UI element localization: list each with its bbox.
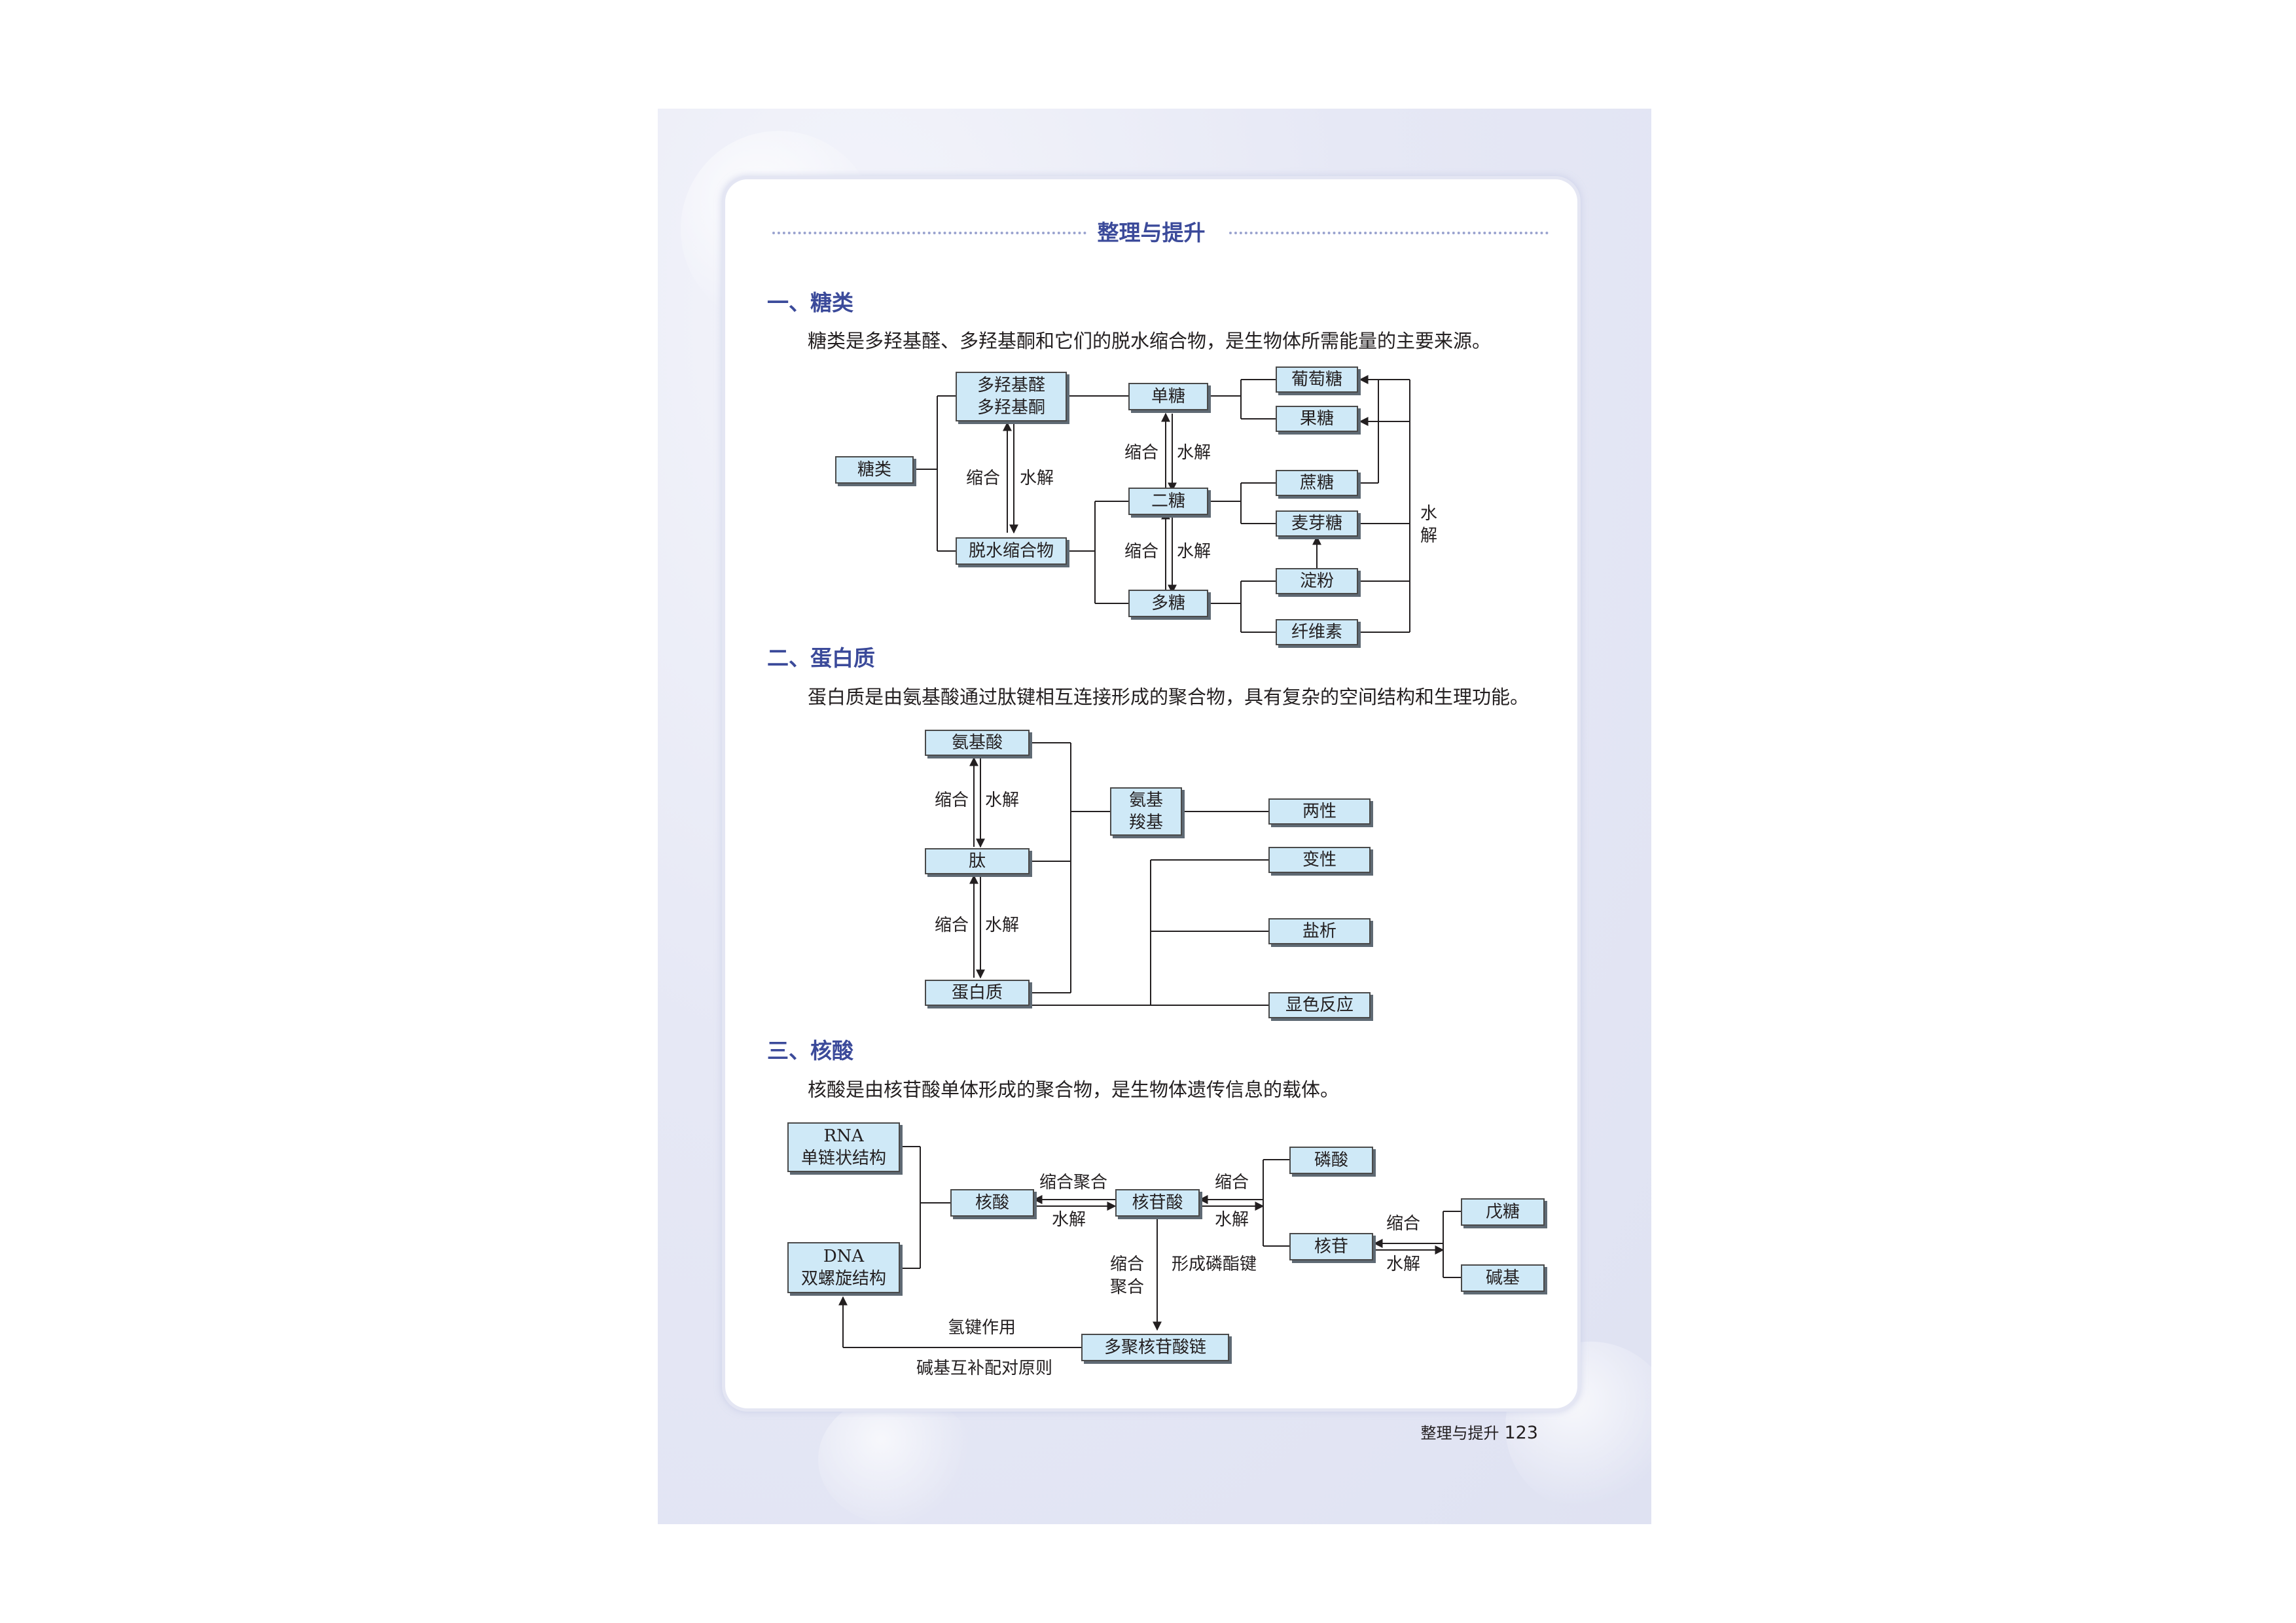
label-hydrolysis: 水解 <box>1215 1210 1249 1230</box>
box-dna: DNA 双螺旋结构 <box>787 1242 900 1293</box>
box-cellulose: 纤维素 <box>1276 619 1358 645</box>
box-amphoteric: 两性 <box>1268 798 1371 825</box>
title-dotted-rule-left <box>772 232 1086 234</box>
label-char: 解 <box>1420 526 1437 546</box>
box-monosaccharide: 单糖 <box>1128 383 1208 410</box>
box-salting-out: 盐析 <box>1268 918 1371 944</box>
box-fructose: 果糖 <box>1276 406 1358 432</box>
label-condense-vertical: 缩合 <box>1110 1255 1145 1274</box>
box-text: 多羟基醛 <box>977 376 1045 395</box>
box-starch: 淀粉 <box>1276 568 1358 594</box>
box-base: 碱基 <box>1461 1264 1545 1292</box>
label-hydrogen-bond: 氢键作用 <box>948 1318 1016 1338</box>
box-text: 双螺旋结构 <box>800 1269 886 1289</box>
box-phosphate: 磷酸 <box>1289 1147 1373 1174</box>
box-text: 羧基 <box>1128 813 1163 832</box>
label-hydrolysis: 水解 <box>1052 1210 1086 1230</box>
label-condense: 缩合 <box>935 916 969 935</box>
page-number: 123 <box>1504 1423 1538 1443</box>
label-hydrolysis: 水解 <box>1177 443 1211 463</box>
label-condense: 缩合 <box>935 791 969 810</box>
box-amino-carboxyl: 氨基 羧基 <box>1110 787 1182 836</box>
label-condense: 缩合 <box>1215 1173 1249 1192</box>
box-sugar: 糖类 <box>835 456 914 484</box>
decorative-bubble <box>818 1394 975 1525</box>
label-hydrolysis: 水解 <box>1020 469 1054 488</box>
box-text: 氨基 <box>1128 791 1163 810</box>
box-polysaccharide: 多糖 <box>1128 590 1208 617</box>
box-sucrose: 蔗糖 <box>1276 470 1358 496</box>
box-pentose: 戊糖 <box>1461 1198 1545 1226</box>
section-intro-sugar: 糖类是多羟基醛、多羟基酮和它们的脱水缩合物，是生物体所需能量的主要来源。 <box>808 330 1492 352</box>
section-heading-protein: 二、蛋白质 <box>767 645 875 671</box>
label-condense: 缩合 <box>966 469 1001 488</box>
label-char: 水 <box>1420 504 1437 524</box>
label-hydrolysis: 水解 <box>1177 542 1211 562</box>
box-maltose: 麦芽糖 <box>1276 510 1358 537</box>
section-heading-sugar: 一、糖类 <box>767 290 853 315</box>
page-footer: 整理与提升 123 <box>1407 1421 1538 1445</box>
box-text: DNA <box>823 1247 865 1266</box>
box-peptide: 肽 <box>925 848 1030 874</box>
label-hydrolysis: 水解 <box>985 791 1020 810</box>
box-amino-acid: 氨基酸 <box>925 730 1030 756</box>
label-condense-polymerize: 缩合聚合 <box>1039 1173 1108 1192</box>
label-hydrolysis: 水解 <box>1386 1255 1421 1274</box>
box-polynucleotide: 多聚核苷酸链 <box>1081 1334 1229 1361</box>
label-phosphodiester: 形成磷酯键 <box>1172 1255 1257 1274</box>
box-disaccharide: 二糖 <box>1128 488 1208 515</box>
box-text: RNA <box>823 1126 864 1146</box>
label-polymerize-vertical: 聚合 <box>1110 1277 1145 1297</box>
label-condense: 缩合 <box>1124 443 1159 463</box>
label-condense: 缩合 <box>1386 1214 1421 1234</box>
box-protein: 蛋白质 <box>925 980 1030 1006</box>
label-hydrolysis-vertical: 水 解 <box>1418 503 1440 547</box>
box-condensate: 脱水缩合物 <box>956 537 1067 565</box>
box-polyhydroxy: 多羟基醛 多羟基酮 <box>956 372 1067 421</box>
box-text: 单链状结构 <box>800 1149 886 1168</box>
section-intro-protein: 蛋白质是由氨基酸通过肽键相互连接形成的聚合物，具有复杂的空间结构和生理功能。 <box>808 686 1530 708</box>
box-nucleic-acid: 核酸 <box>950 1189 1034 1217</box>
box-nucleoside: 核苷 <box>1289 1233 1373 1260</box>
label-condense: 缩合 <box>1124 542 1159 562</box>
section-heading-nucleic-acid: 三、核酸 <box>767 1038 853 1063</box>
box-text: 多羟基酮 <box>977 398 1045 418</box>
box-color-reaction: 显色反应 <box>1268 992 1371 1018</box>
box-denature: 变性 <box>1268 847 1371 873</box>
box-nucleotide: 核苷酸 <box>1115 1189 1200 1217</box>
title-dotted-rule-right <box>1229 232 1549 234</box>
box-glucose: 葡萄糖 <box>1276 366 1358 393</box>
footer-label: 整理与提升 <box>1420 1424 1499 1442</box>
page-title: 整理与提升 <box>1097 220 1206 245</box>
label-base-pairing: 碱基互补配对原则 <box>916 1359 1053 1378</box>
section-intro-nucleic-acid: 核酸是由核苷酸单体形成的聚合物，是生物体遗传信息的载体。 <box>808 1079 1340 1101</box>
box-rna: RNA 单链状结构 <box>787 1122 900 1172</box>
label-hydrolysis: 水解 <box>985 916 1020 935</box>
